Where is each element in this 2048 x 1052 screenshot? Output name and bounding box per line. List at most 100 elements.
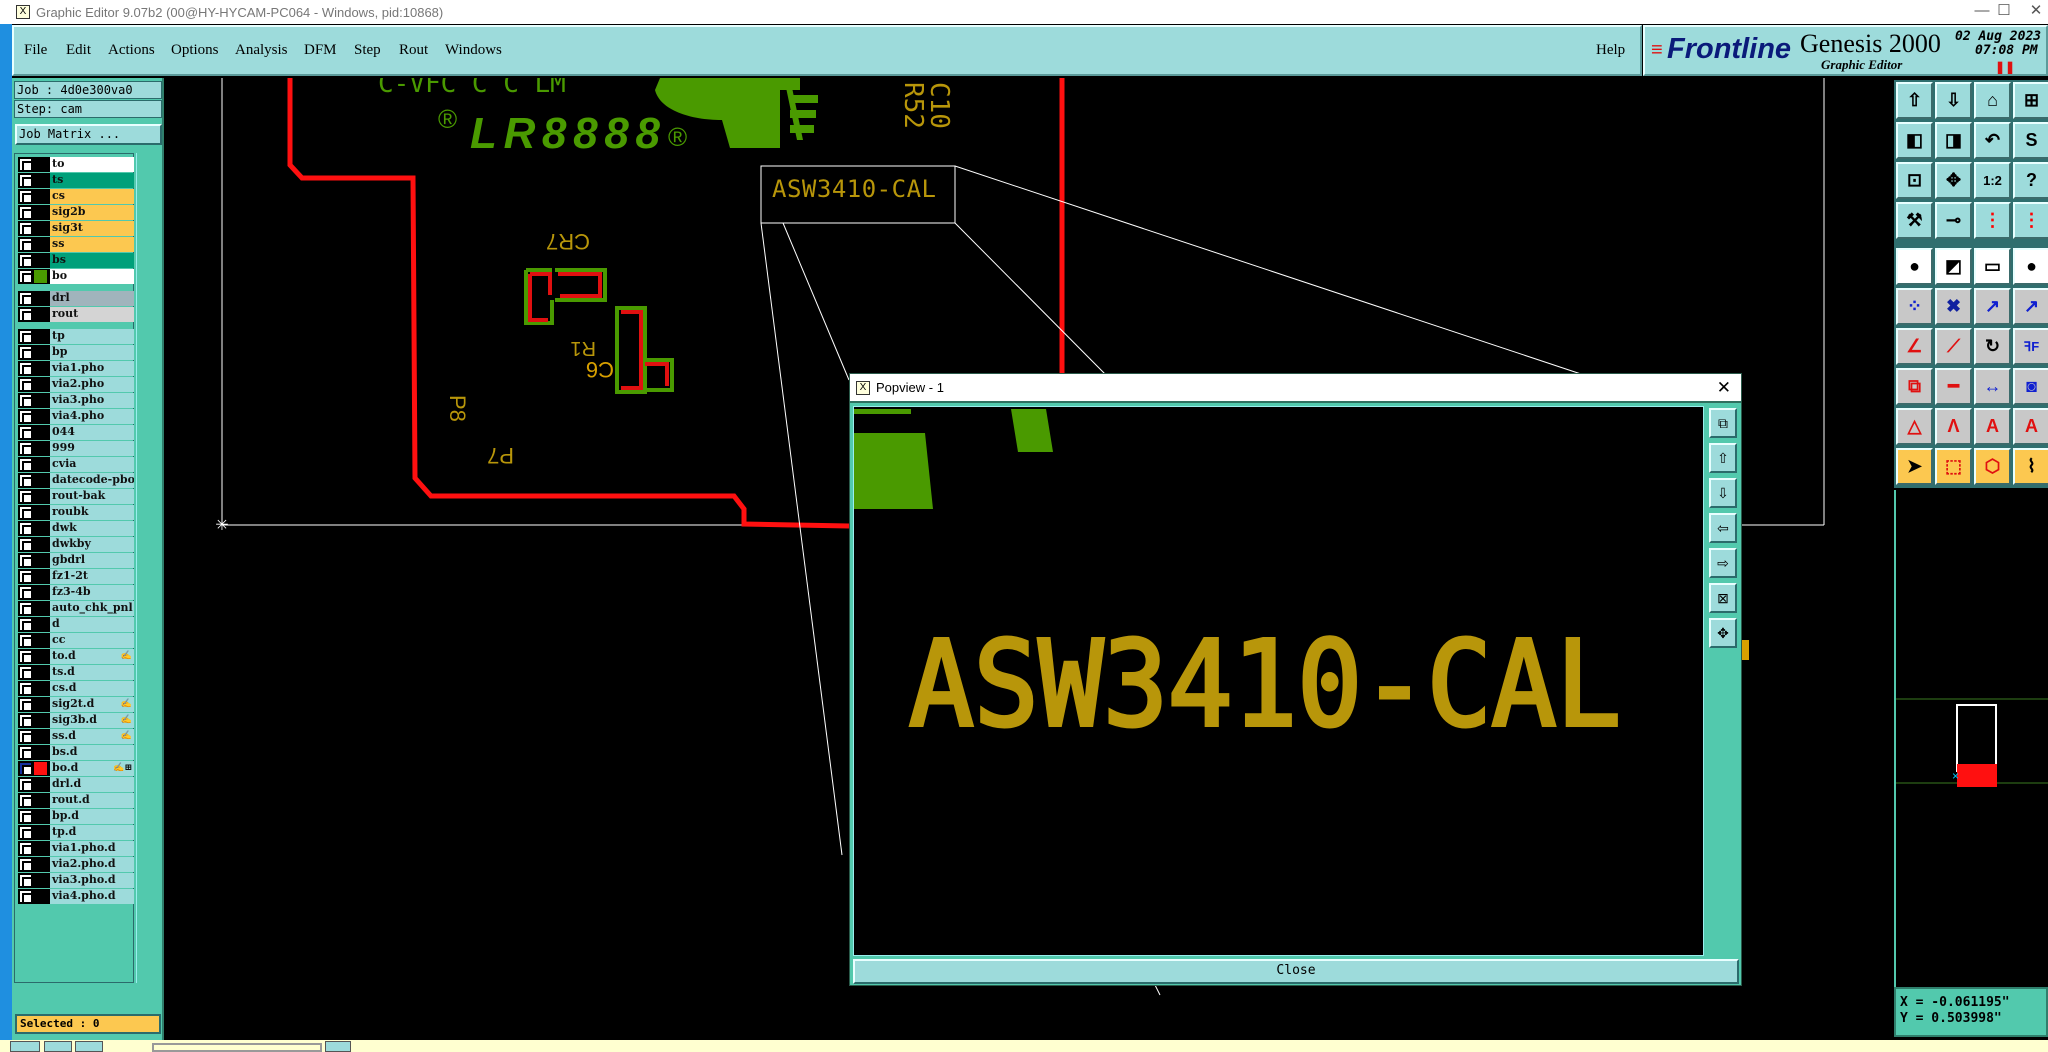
menu-windows[interactable]: Windows bbox=[445, 42, 502, 58]
layer-checkbox[interactable] bbox=[19, 174, 33, 188]
layer-checkbox[interactable] bbox=[19, 394, 33, 408]
silk-text-label[interactable]: ASW3410-CAL bbox=[772, 175, 936, 203]
layer-name[interactable]: cc bbox=[50, 633, 134, 648]
layer-row-bp.d[interactable]: bp.d bbox=[18, 809, 134, 824]
layer-row-bp[interactable]: bp bbox=[18, 345, 134, 360]
layer-checkbox[interactable] bbox=[19, 490, 33, 504]
delete-button[interactable]: ✖ bbox=[1935, 288, 1972, 325]
popview-titlebar[interactable]: X Popview - 1 ✕ bbox=[850, 374, 1741, 403]
layer-checkbox[interactable] bbox=[19, 554, 33, 568]
menu-analysis[interactable]: Analysis bbox=[235, 42, 288, 58]
move-point-button[interactable]: ↗ bbox=[1974, 288, 2011, 325]
layer-row-sig2t.d[interactable]: sig2t.d✍ bbox=[18, 697, 134, 712]
layer-checkbox[interactable] bbox=[19, 254, 33, 268]
layer-name[interactable]: dwkby bbox=[50, 537, 134, 552]
layer-checkbox[interactable] bbox=[19, 794, 33, 808]
maximize-button[interactable]: ☐ bbox=[1997, 2, 2011, 19]
layer-name[interactable]: bs bbox=[50, 253, 134, 268]
layer-name[interactable]: tp.d bbox=[50, 825, 134, 840]
layer-row-ss.d[interactable]: ss.d✍ bbox=[18, 729, 134, 744]
layer-checkbox[interactable] bbox=[19, 270, 33, 284]
layer-checkbox[interactable] bbox=[19, 190, 33, 204]
pointer-box-button[interactable]: ⬚ bbox=[1935, 448, 1972, 485]
layer-row-dwk[interactable]: dwk bbox=[18, 521, 134, 536]
popview-right-button[interactable]: ⇨ bbox=[1709, 548, 1737, 578]
layer-row-to[interactable]: to bbox=[18, 157, 134, 172]
layer-name[interactable]: via2.pho.d bbox=[50, 857, 134, 872]
layer-color-swatch[interactable] bbox=[34, 270, 47, 283]
menu-actions[interactable]: Actions bbox=[108, 42, 155, 58]
layer-name[interactable]: sig3b.d✍ bbox=[50, 713, 134, 728]
job-matrix-button[interactable]: Job Matrix ... bbox=[15, 124, 162, 145]
layer-name[interactable]: via1.pho.d bbox=[50, 841, 134, 856]
menu-help[interactable]: Help bbox=[1596, 42, 1626, 58]
layer-name[interactable]: 044 bbox=[50, 425, 134, 440]
layer-row-datecode-pbo[interactable]: datecode-pbo bbox=[18, 473, 134, 488]
arc2-button[interactable]: Λ bbox=[1935, 408, 1972, 445]
layer-row-via2.pho[interactable]: via2.pho bbox=[18, 377, 134, 392]
line-button[interactable]: ∠ bbox=[1896, 328, 1933, 365]
segment-button[interactable]: ━ bbox=[1935, 368, 1972, 405]
layer-name[interactable]: rout-bak bbox=[50, 489, 134, 504]
layer-row-cs.d[interactable]: cs.d bbox=[18, 681, 134, 696]
layer-checkbox[interactable] bbox=[19, 410, 33, 424]
layer-name[interactable]: sig2b bbox=[50, 205, 134, 220]
layer-row-044[interactable]: 044 bbox=[18, 425, 134, 440]
layer-name[interactable]: roubk bbox=[50, 505, 134, 520]
layer-checkbox[interactable] bbox=[19, 308, 33, 322]
layer-name[interactable]: ss.d✍ bbox=[50, 729, 134, 744]
pause-icon[interactable]: ❚❚ bbox=[1995, 60, 2016, 74]
layer-checkbox[interactable] bbox=[19, 330, 33, 344]
layer-checkbox[interactable] bbox=[19, 206, 33, 220]
netlist-button[interactable]: ⋮ bbox=[1974, 202, 2011, 239]
layer-name[interactable]: ts bbox=[50, 173, 134, 188]
layer-name[interactable]: rout bbox=[50, 307, 134, 322]
popview-close-button[interactable]: Close bbox=[853, 959, 1739, 984]
layer-checkbox[interactable] bbox=[19, 238, 33, 252]
layer-row-ts[interactable]: ts bbox=[18, 173, 134, 188]
layer-name[interactable]: fz1-2t bbox=[50, 569, 134, 584]
layer-row-to.d[interactable]: to.d✍ bbox=[18, 649, 134, 664]
popview-zoom-in-button[interactable]: ✥ bbox=[1709, 618, 1737, 648]
popview-down-button[interactable]: ⇩ bbox=[1709, 478, 1737, 508]
layer-name[interactable]: rout.d bbox=[50, 793, 134, 808]
layer-row-rout.d[interactable]: rout.d bbox=[18, 793, 134, 808]
layer-name[interactable]: gbdrl bbox=[50, 553, 134, 568]
layer-checkbox[interactable] bbox=[19, 666, 33, 680]
menu-rout[interactable]: Rout bbox=[399, 42, 429, 58]
pointer-poly-button[interactable]: ⬡ bbox=[1974, 448, 2011, 485]
measure-button[interactable]: ◩ bbox=[1935, 248, 1972, 285]
layer-row-fz1-2t[interactable]: fz1-2t bbox=[18, 569, 134, 584]
layer-checkbox[interactable] bbox=[19, 698, 33, 712]
snap-button[interactable]: S bbox=[2013, 122, 2048, 159]
layer-row-via3.pho[interactable]: via3.pho bbox=[18, 393, 134, 408]
menu-edit[interactable]: Edit bbox=[66, 42, 91, 58]
layer-name[interactable]: bo bbox=[50, 269, 134, 284]
move-point2-button[interactable]: ↗ bbox=[2013, 288, 2048, 325]
layer-row-ts.d[interactable]: ts.d bbox=[18, 665, 134, 680]
layer-checkbox[interactable] bbox=[19, 158, 33, 172]
arc3-button[interactable]: A bbox=[1974, 408, 2011, 445]
layer-row-via1.pho.d[interactable]: via1.pho.d bbox=[18, 841, 134, 856]
zoom-center-button[interactable]: ✥ bbox=[1935, 162, 1972, 199]
layer-name[interactable]: bs.d bbox=[50, 745, 134, 760]
layer-row-rout[interactable]: rout bbox=[18, 307, 134, 322]
layer-checkbox[interactable] bbox=[19, 458, 33, 472]
overview-map[interactable]: × bbox=[1894, 490, 2048, 987]
pad-button[interactable]: ⊸ bbox=[1935, 202, 1972, 239]
home-button[interactable]: ⌂ bbox=[1974, 82, 2011, 119]
pointer-button[interactable]: ➤ bbox=[1896, 448, 1933, 485]
layer-name[interactable]: fz3-4b bbox=[50, 585, 134, 600]
layer-row-via3.pho.d[interactable]: via3.pho.d bbox=[18, 873, 134, 888]
pan-right-button[interactable]: ◨ bbox=[1935, 122, 1972, 159]
layer-row-cvia[interactable]: cvia bbox=[18, 457, 134, 472]
move-down-button[interactable]: ⇩ bbox=[1935, 82, 1972, 119]
status-button[interactable] bbox=[75, 1041, 103, 1052]
layer-name[interactable]: cs bbox=[50, 189, 134, 204]
layer-checkbox[interactable] bbox=[19, 346, 33, 360]
layer-name[interactable]: dwk bbox=[50, 521, 134, 536]
layer-row-sig3t[interactable]: sig3t bbox=[18, 221, 134, 236]
netlist2-button[interactable]: ⋮ bbox=[2013, 202, 2048, 239]
scale-button[interactable]: 1:2 bbox=[1974, 162, 2011, 199]
